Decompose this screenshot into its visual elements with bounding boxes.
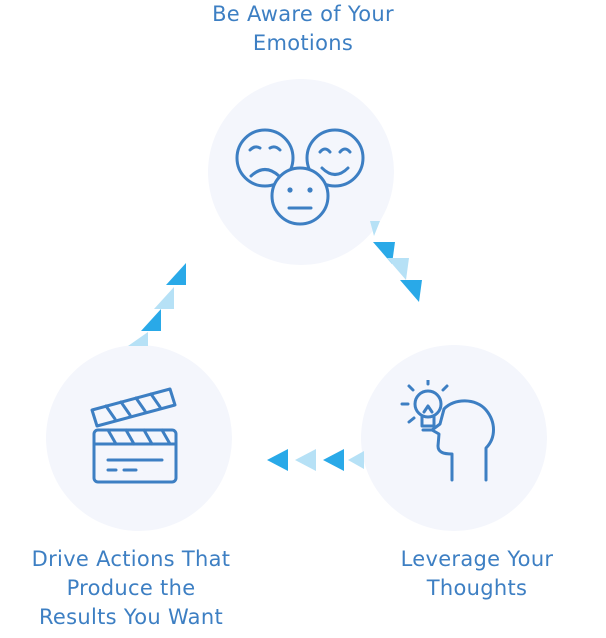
label-line: Drive Actions That [31,547,231,571]
arrow-triangle [348,451,364,469]
arrows-actions-to-emotions [128,263,186,346]
arrow-triangle [154,287,174,309]
label-line: Produce the [66,576,196,600]
label-line: Be Aware of Your [212,2,394,26]
label-leverage-thoughts: Leverage Your Thoughts [346,545,606,603]
label-be-aware-of-emotions: Be Aware of Your Emotions [153,0,453,58]
arrows-emotions-to-thoughts [370,221,422,302]
arrows-thoughts-to-actions [267,449,364,471]
thoughts-circle [361,345,547,531]
arrow-triangle [387,258,409,280]
label-line: Emotions [252,31,354,55]
label-line: Leverage Your [400,547,554,571]
clapperboard-icon [90,387,178,484]
arrow-triangle [267,449,288,471]
arrow-triangle [323,449,344,471]
head-lightbulb-icon [400,380,495,482]
arrow-triangle [128,332,148,346]
arrow-triangle [166,263,186,285]
actions-circle [46,345,232,531]
arrow-triangle [400,280,422,302]
label-line: Thoughts [426,576,528,600]
label-drive-actions: Drive Actions That Produce the Results Y… [0,545,262,632]
arrow-triangle [141,309,161,331]
label-line: Results You Want [38,605,223,629]
arrow-triangle [370,221,380,236]
arrow-triangle [295,449,316,471]
faces-icon [235,128,365,226]
